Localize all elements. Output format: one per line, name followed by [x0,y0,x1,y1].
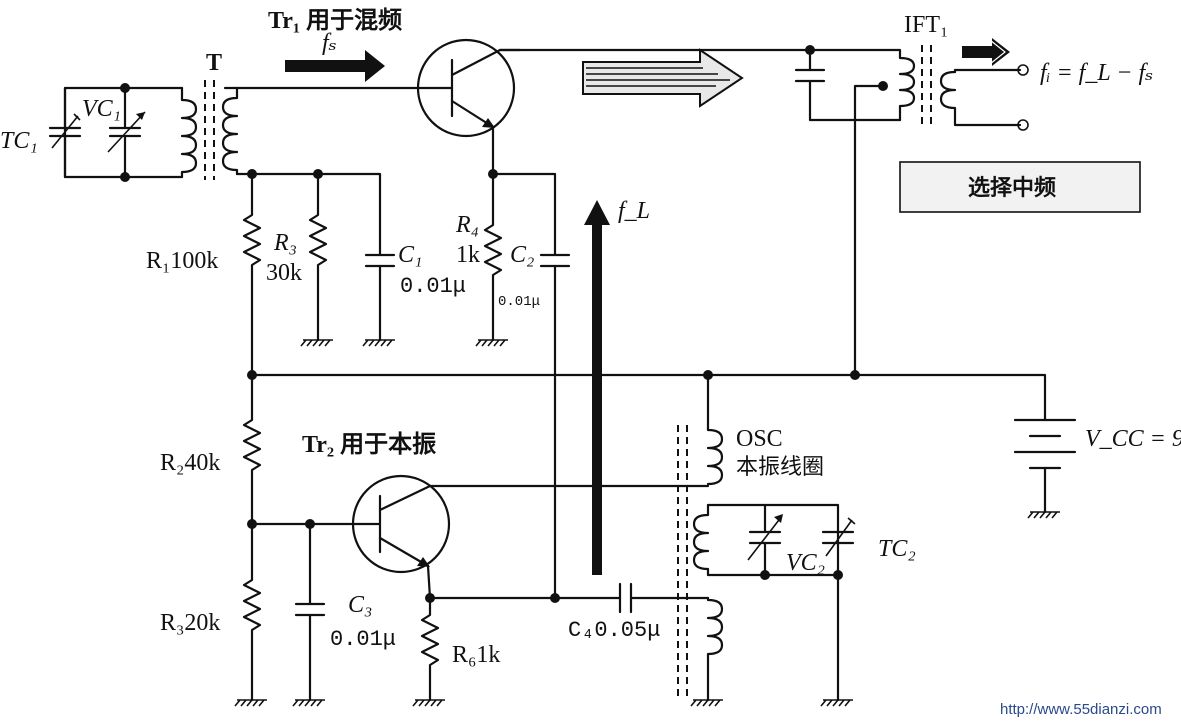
c3-name: C₃ [348,592,372,618]
resistor-r2 [242,373,262,526]
capacitor-c4 [618,582,633,614]
tc2-label: TC₂ [878,536,916,562]
wire-tr2-emitter [426,564,710,600]
fi-formula-label: fᵢ = f_L − fₛ [1040,60,1153,86]
transformer-t [204,80,239,180]
wire-bias-node [235,172,382,342]
mix-output-arrow [582,48,744,108]
battery-vcc [1013,418,1077,519]
r3-bottom-label: R₃20k [160,610,220,636]
vcc-label: V_CC = 9V [1085,426,1181,452]
resistor-r1 [242,172,262,377]
capacitor-ift-tuning [794,68,826,83]
resistor-r4 [483,172,503,342]
c2-name: C₂ [510,242,534,268]
r3-top-value: 30k [266,260,302,286]
osc-coil [677,373,856,702]
capacitor-c1 [364,253,396,268]
r4-value: 1k [456,242,480,268]
tr2-label: Tr₂ 用于本振 [302,431,436,458]
transformer-t-label: T [206,50,222,76]
tr1-label: Tr₁ 用于混频 [268,7,402,34]
osc-label: OSC [736,426,783,452]
capacitor-c2 [539,253,571,268]
vcc-rail [250,373,1047,422]
tc1-label: TC₁ [0,128,38,154]
watermark: http://www.55dianzi.com [1000,701,1162,718]
resistor-r6 [420,596,440,702]
c2-value: 0.01μ [498,294,540,310]
if-output-arrow [962,38,1010,66]
r1-label: R₁100k [146,248,218,274]
c3-value: 0.01μ [330,627,396,652]
select-if-box [899,161,1141,213]
r4-name: R₄ [455,212,479,238]
fs-label: fₛ [322,30,337,56]
r3-top-name: R₃ [273,230,297,256]
transistor-tr2 [351,474,451,574]
fl-label: f_L [618,198,650,224]
vc1-label: VC₁ [82,96,121,122]
vc2-label: VC₂ [786,550,825,576]
fs-arrow [285,50,385,82]
ift1-label: IFT₁ [904,12,948,38]
osc-coil-label: 本振线圈 [736,455,824,480]
resistor-r3-top [308,172,328,342]
c4-label: C₄0.05μ [568,618,660,643]
wire-tr1-emitter [491,125,557,600]
select-if-label: 选择中频 [968,175,1056,201]
ground-symbols-bottom [234,699,853,707]
c1-name: C₁ [398,242,422,268]
ground-symbols-top [300,339,508,347]
fl-arrow [584,200,610,575]
c1-value: 0.01μ [400,274,466,299]
capacitor-c3 [294,522,326,702]
resistor-r3-bottom [242,522,262,702]
input-tank-circuit [48,83,198,182]
r6-label: R₆1k [452,642,500,668]
r2-label: R₂40k [160,450,220,476]
transformer-ift1 [808,45,1029,377]
